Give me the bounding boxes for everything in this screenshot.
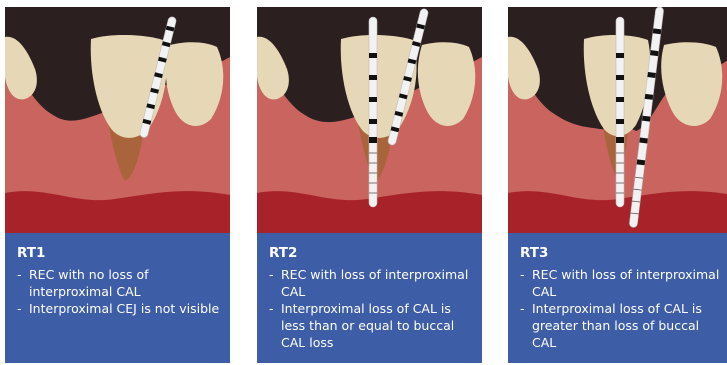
rt3-caption: RT3 -REC with loss of interproximal CAL … (508, 233, 727, 363)
list-item: -REC with loss of interproximal CAL (269, 266, 472, 300)
rt2-illustration (257, 7, 482, 233)
periodontal-probe-icon (616, 17, 624, 207)
list-item: -Interproximal loss of CAL is greater th… (520, 300, 723, 351)
list-item: -REC with no loss of interproximal CAL (17, 266, 220, 300)
rt2-title: RT2 (269, 245, 472, 262)
rt2-bullets: -REC with loss of interproximal CAL -Int… (269, 266, 472, 351)
rt1-caption: RT1 -REC with no loss of interproximal C… (5, 233, 230, 363)
list-item: -Interproximal CEJ is not visible (17, 300, 220, 317)
rt3-bullets: -REC with loss of interproximal CAL -Int… (520, 266, 723, 351)
periodontal-probe-icon (369, 17, 377, 207)
panel-rt1: RT1 -REC with no loss of interproximal C… (5, 7, 230, 363)
panel-rt3: RT3 -REC with loss of interproximal CAL … (508, 7, 727, 363)
list-item: -Interproximal loss of CAL is less than … (269, 300, 472, 351)
rt3-title: RT3 (520, 245, 723, 262)
rt2-caption: RT2 -REC with loss of interproximal CAL … (257, 233, 482, 363)
rt1-title: RT1 (17, 245, 220, 262)
rt1-illustration (5, 7, 230, 233)
panel-rt2: RT2 -REC with loss of interproximal CAL … (257, 7, 482, 363)
rt1-bullets: -REC with no loss of interproximal CAL -… (17, 266, 220, 317)
list-item: -REC with loss of interproximal CAL (520, 266, 723, 300)
rt3-illustration (508, 7, 727, 233)
